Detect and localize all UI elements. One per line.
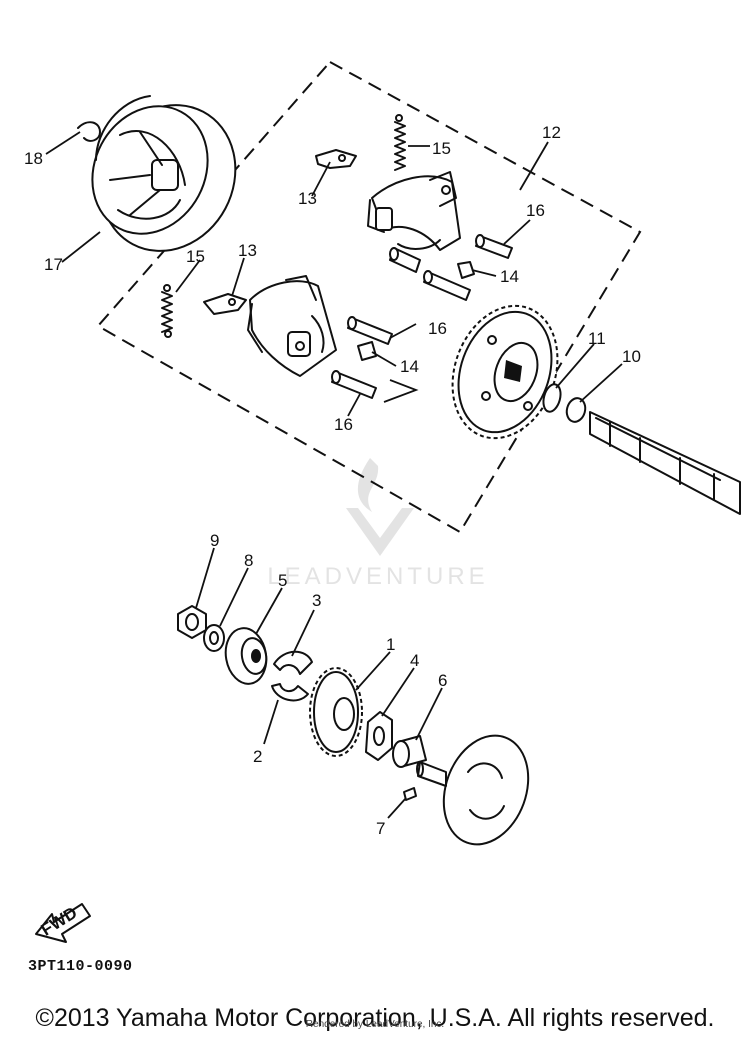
clutch-housing-drum <box>91 95 237 252</box>
callout-14-lower: 14 <box>400 357 419 376</box>
callout-4: 4 <box>410 651 419 670</box>
thrust-plate <box>365 711 393 761</box>
washer-8 <box>203 624 225 652</box>
callout-14-upper: 14 <box>500 267 519 286</box>
callout-11: 11 <box>588 329 606 348</box>
callout-labels: 1 2 3 4 5 6 7 8 9 10 11 12 13 13 14 14 1… <box>24 123 641 838</box>
pin-lower-mid <box>347 316 393 345</box>
crankshaft <box>589 411 741 515</box>
pin-upper-right <box>475 234 513 259</box>
drive-plate <box>416 734 530 846</box>
clutch-spring-lower <box>161 284 173 338</box>
callout-5: 5 <box>278 571 287 590</box>
primary-drive-gear <box>309 667 363 757</box>
collar-lower <box>357 341 377 361</box>
clutch-spring-upper <box>394 114 406 171</box>
diagram-code: 3PT110-0090 <box>28 958 133 975</box>
spring-clip-upper <box>315 149 357 169</box>
clutch-gear-large <box>451 304 559 440</box>
woodruff-key <box>403 787 417 801</box>
callout-18: 18 <box>24 149 43 168</box>
callout-16-mid: 16 <box>428 319 447 338</box>
fwd-arrow-icon: FWD <box>35 903 91 943</box>
callout-12: 12 <box>542 123 561 142</box>
washer-10 <box>565 397 587 423</box>
leadventure-logo-watermark: LEADVENTURE <box>267 458 488 590</box>
callout-7: 7 <box>376 819 385 838</box>
callout-13-lower: 13 <box>238 241 257 260</box>
callout-9: 9 <box>210 531 219 550</box>
callout-8: 8 <box>244 551 253 570</box>
clutch-shoe-lower <box>247 275 337 377</box>
callout-2: 2 <box>253 747 262 766</box>
collar-upper <box>457 261 475 279</box>
spring-clip-lower <box>203 293 247 315</box>
callout-17: 17 <box>44 255 63 274</box>
clip-half-2 <box>271 683 309 702</box>
callout-16-upper: 16 <box>526 201 545 220</box>
circlip <box>77 121 101 142</box>
copyright-notice: ©2013 Yamaha Motor Corporation, U.S.A. A… <box>35 1004 715 1032</box>
callout-6: 6 <box>438 671 447 690</box>
pin-lower-left <box>331 370 377 399</box>
pin-upper-mid <box>423 270 471 301</box>
watermark-text: LEADVENTURE <box>267 563 488 590</box>
clutch-shoe-upper <box>367 171 461 251</box>
rendered-by-notice: Rendered by LeadVenture, Inc. <box>305 1019 445 1030</box>
leader-lines <box>45 131 623 819</box>
callout-16-lower: 16 <box>334 415 353 434</box>
callout-15-upper: 15 <box>432 139 451 158</box>
pin-upper-left <box>389 247 421 273</box>
callout-13-upper: 13 <box>298 189 317 208</box>
callout-3: 3 <box>312 591 321 610</box>
callout-10: 10 <box>622 347 641 366</box>
washer-11 <box>542 383 562 413</box>
nut-9 <box>177 605 207 639</box>
bearing <box>392 735 427 768</box>
one-way-clutch-hub <box>224 627 268 685</box>
callout-15-lower: 15 <box>186 247 205 266</box>
callout-1: 1 <box>386 635 395 654</box>
clip-half-3 <box>273 650 313 675</box>
